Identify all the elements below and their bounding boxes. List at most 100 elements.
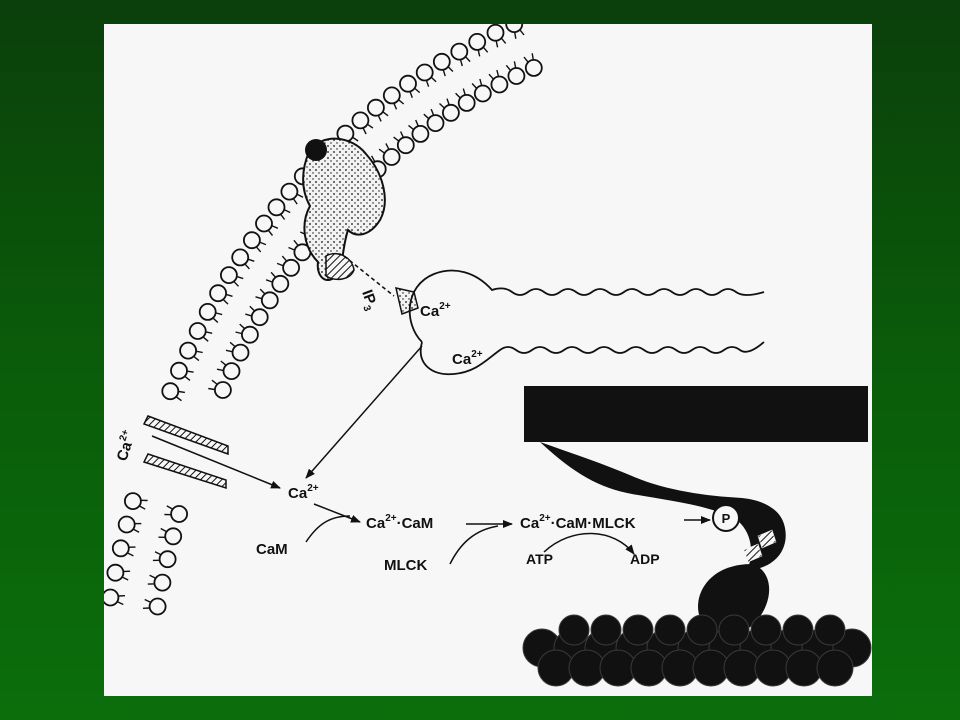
ca-cam-mlck-complex-label: Ca2+·CaM·MLCK [520, 513, 636, 532]
phospholipid-head [214, 381, 232, 399]
phospholipid-tail [393, 103, 398, 110]
phospholipid-head [473, 84, 492, 103]
phospholipid-head [396, 136, 415, 155]
phospholipid-tail [187, 370, 194, 373]
phospholipid-tail [259, 288, 266, 294]
phospholipid-tail [225, 349, 233, 353]
actin-monomer [814, 614, 846, 646]
phospholipid-tail [212, 317, 219, 324]
phospholipid-tail [271, 225, 279, 229]
phospholipid-tail [259, 241, 267, 246]
ca-free-label: Ca2+ [288, 483, 319, 502]
phospholipid-tail [265, 279, 273, 283]
smooth-muscle-contraction-diagram: IP3 Ca2+ Ca2+ Ca2+ Ca2+ CaM Ca2+·CaM MLC… [104, 24, 872, 687]
ip3-label: IP3 [355, 288, 381, 314]
phospholipid-head [158, 550, 177, 569]
phospholipid-head [231, 343, 250, 362]
phospholipid-tail [439, 102, 445, 109]
phospholipid-tail [519, 29, 525, 36]
phospholipid-tail [425, 80, 430, 87]
phospholipid-tail [281, 255, 287, 262]
phospholipid-tail [235, 331, 242, 335]
phospholipid-head [490, 75, 509, 94]
actin-monomer [622, 614, 654, 646]
phospholipid-head [222, 362, 241, 381]
adp-label: ADP [630, 551, 660, 567]
phospholipid-head [366, 98, 385, 117]
phospholipid-head [255, 214, 273, 233]
phospholipid-tail [385, 143, 390, 150]
phospholipid-tail [184, 376, 191, 381]
actin-monomer [782, 614, 814, 646]
phospholipid-tail [245, 313, 252, 317]
phospholipid-head [240, 325, 259, 344]
phospholipid-tail [117, 601, 124, 606]
phospholipid-tail [505, 64, 511, 71]
phospholipid-head [505, 24, 524, 33]
phospholipid-tail [293, 239, 299, 246]
phospholipid-head [123, 492, 142, 511]
actin-monomer [750, 614, 782, 646]
phospholipid-head [507, 67, 526, 85]
phospholipid-tail [220, 360, 227, 366]
phospholipid-head [415, 63, 434, 82]
phospholipid-head [260, 291, 279, 310]
phospholipid-tail [226, 293, 233, 297]
phospholipid-tail [398, 99, 405, 105]
phospholipid-tail [431, 77, 437, 83]
phospholipid-tail [239, 323, 245, 329]
phospholipid-tail [196, 350, 203, 354]
phospholipid-head [106, 563, 125, 582]
phospholipid-tail [211, 379, 218, 385]
phospholipid-tail [382, 111, 389, 117]
phospholipid-tail [459, 59, 463, 67]
phospholipid-head [524, 59, 543, 77]
phospholipid-tail [423, 113, 429, 119]
phospholipid-head [198, 302, 217, 321]
phospholipid-tail [471, 83, 477, 89]
phospholipid-tail [288, 246, 295, 251]
phospholipid-tail [280, 214, 286, 220]
phospholipid-tail [367, 124, 374, 129]
phospholipid-tail [415, 119, 419, 126]
phospholipid-head [351, 111, 370, 130]
diagram-panel: IP3 Ca2+ Ca2+ Ca2+ Ca2+ CaM Ca2+·CaM MLC… [104, 24, 872, 696]
phospholipid-tail [399, 131, 404, 138]
phospholipid-head [170, 505, 188, 523]
phospholipid-tail [229, 341, 236, 347]
actin-filament [522, 614, 872, 687]
phospholipid-head [161, 382, 180, 401]
phospholipid-tail [255, 296, 262, 300]
phospholipid-head [280, 182, 299, 201]
phospholipid-head [426, 114, 445, 132]
phospholipid-head [111, 539, 130, 558]
phospholipid-tail [477, 50, 481, 57]
receptor-protein [302, 137, 386, 281]
phosphate-group: P [712, 504, 757, 532]
phospholipid-tail [154, 551, 161, 556]
phospholipid-tail [362, 128, 367, 135]
phospholipid-tail [378, 148, 385, 154]
cell-membrane-bilayer [104, 24, 543, 616]
phospholipid-tail [249, 305, 255, 312]
phospholipid-tail [496, 69, 500, 77]
phospholipid-head [486, 24, 505, 42]
phospholipid-tail [122, 576, 129, 581]
phospholipid-tail [446, 98, 450, 105]
actin-monomer [558, 614, 590, 646]
phospholipid-tail [270, 271, 276, 278]
phospholipid-tail [244, 263, 250, 270]
ca-sr-bottom-label: Ca2+ [452, 349, 483, 368]
phospholipid-tail [501, 38, 507, 44]
actin-monomer [654, 614, 686, 646]
phospholipid-tail [149, 574, 156, 579]
phospholipid-tail [495, 41, 499, 48]
phospholipid-tail [233, 281, 240, 287]
phospholipid-tail [297, 193, 304, 198]
actin-monomer [590, 614, 622, 646]
phospholipid-tail [513, 61, 517, 68]
phospholipid-head [468, 32, 487, 51]
myosin-head [698, 564, 770, 636]
phospholipid-head [267, 198, 286, 217]
ca-cam-complex-label: Ca2+·CaM [366, 513, 433, 532]
